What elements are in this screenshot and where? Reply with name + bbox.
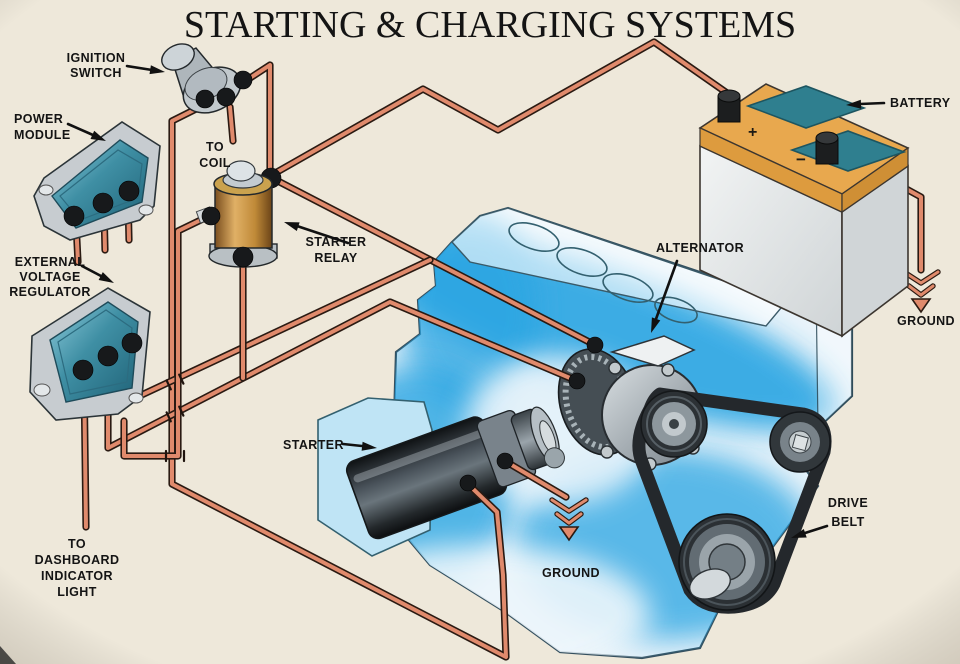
photo-corner bbox=[0, 646, 16, 664]
